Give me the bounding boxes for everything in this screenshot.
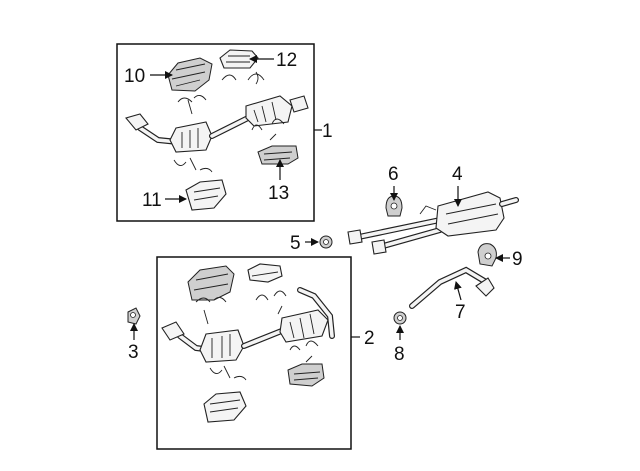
callout-12: 12 [276, 50, 297, 71]
callout-8: 8 [394, 344, 405, 365]
callout-4: 4 [452, 164, 463, 185]
callout-10: 10 [124, 66, 145, 87]
tail-pipe-7 [409, 266, 495, 309]
callout-arrows [130, 55, 510, 340]
assembly-2-box [156, 256, 352, 450]
muffler-assembly [347, 191, 519, 255]
assembly-2-parts [161, 263, 335, 423]
assembly-1-box [116, 43, 315, 222]
callout-6: 6 [388, 164, 399, 185]
callout-11: 11 [142, 190, 162, 211]
callout-2: 2 [364, 328, 375, 349]
callout-13: 13 [268, 183, 289, 204]
callout-1: 1 [322, 121, 333, 142]
callout-3: 3 [128, 342, 139, 363]
assembly-1-parts [125, 49, 309, 211]
callout-9: 9 [512, 249, 523, 270]
callout-7: 7 [455, 302, 466, 323]
callout-5: 5 [290, 233, 301, 254]
